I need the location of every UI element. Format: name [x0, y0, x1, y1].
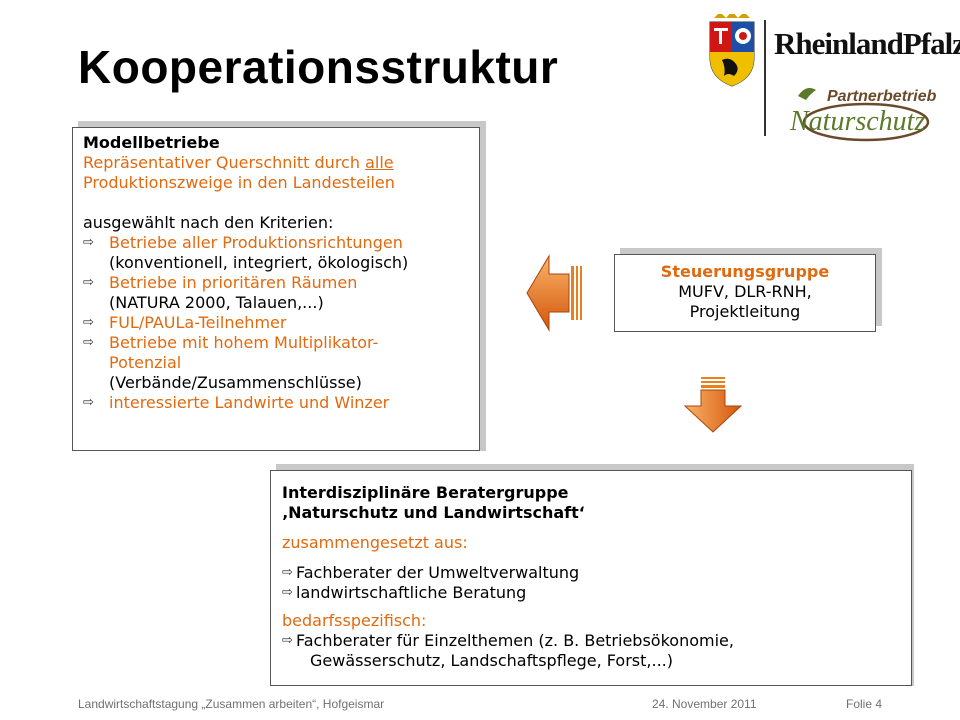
steuerung-box: Steuerungsgruppe MUFV, DLR-RNH, Projektl…	[614, 254, 876, 332]
bullet-text: Betriebe in prioritären Räumen	[109, 273, 358, 292]
partner-line2: Naturschutz	[790, 106, 926, 137]
modellbetriebe-box: Modellbetriebe Repräsentativer Querschni…	[72, 127, 480, 451]
bullet-text: landwirtschaftliche Beratung	[296, 583, 527, 602]
hollow-arrow-right-icon: ⇨	[83, 275, 94, 290]
block-arrow-down-icon	[683, 376, 743, 438]
hollow-arrow-right-icon: ⇨	[83, 335, 94, 350]
hollow-arrow-right-icon: ⇨	[83, 235, 94, 250]
berater-heading1: Interdisziplinäre Beratergruppe	[282, 483, 569, 502]
hollow-arrow-right-icon: ⇨	[83, 395, 94, 410]
coat-of-arms-icon	[709, 11, 930, 142]
list-item: ⇨ Betriebe in prioritären Räumen	[83, 273, 469, 293]
modellbetriebe-line2: Produktionszweige in den Landesteilen	[83, 173, 395, 192]
hollow-arrow-right-icon: ⇨	[282, 585, 293, 600]
bullet-text: Fachberater für Einzelthemen (z. B. Betr…	[296, 631, 734, 650]
modellbetriebe-heading: Modellbetriebe	[83, 133, 220, 152]
bullet-note: (NATURA 2000, Talauen,...)	[109, 293, 324, 312]
berater-demand: bedarfsspezifisch:	[282, 611, 427, 630]
bullet-text: FUL/PAULa-Teilnehmer	[109, 313, 287, 332]
bullet-text: Betriebe mit hohem Multiplikator-	[109, 333, 379, 352]
list-item: ⇨ landwirtschaftliche Beratung	[282, 583, 901, 603]
block-arrow-left-icon	[525, 254, 585, 336]
list-item: ⇨ Betriebe aller Produktionsrichtungen	[83, 233, 469, 253]
list-item: ⇨ Betriebe mit hohem Multiplikator-	[83, 333, 469, 353]
hollow-arrow-right-icon: ⇨	[282, 565, 293, 580]
berater-composed: zusammengesetzt aus:	[282, 533, 468, 552]
state-name: RheinlandPfalz	[774, 26, 960, 61]
berater-heading2: ‚Naturschutz und Landwirtschaft‘	[282, 503, 585, 522]
bullet-text: interessierte Landwirte und Winzer	[109, 393, 390, 412]
bullet-note: (konventionell, integriert, ökologisch)	[109, 253, 409, 272]
steuerung-line1: MUFV, DLR-RNH,	[678, 282, 812, 301]
line1-text: Repräsentativer Querschnitt durch	[83, 153, 366, 172]
footer-page: Folie 4	[846, 697, 883, 711]
hollow-arrow-right-icon: ⇨	[83, 315, 94, 330]
line1-underlined: alle	[365, 153, 394, 172]
bullet-text: Betriebe aller Produktionsrichtungen	[109, 233, 403, 252]
criteria-intro: ausgewählt nach den Kriterien:	[83, 213, 334, 232]
list-item: ⇨ interessierte Landwirte und Winzer	[83, 393, 469, 413]
list-item: ⇨ Fachberater der Umweltverwaltung	[282, 563, 901, 583]
bullet-text-cont: Potenzial	[109, 353, 182, 372]
footer-event: Landwirtschaftstagung „Zusammen arbeiten…	[78, 697, 385, 711]
footer-date: 24. November 2011	[652, 697, 757, 711]
modellbetriebe-line1: Repräsentativer Querschnitt durch alle	[83, 153, 469, 173]
slide-title: Kooperationsstruktur	[78, 41, 559, 93]
bullet-text: Fachberater der Umweltverwaltung	[296, 563, 580, 582]
steuerung-line2: Projektleitung	[689, 302, 801, 321]
list-item: ⇨ Fachberater für Einzelthemen (z. B. Be…	[282, 631, 901, 651]
state-logo	[706, 11, 946, 144]
steuerung-heading: Steuerungsgruppe	[660, 262, 830, 281]
hollow-arrow-right-icon: ⇨	[282, 633, 293, 648]
bullet-note: (Verbände/Zusammenschlüsse)	[109, 373, 362, 392]
berater-box: Interdisziplinäre Beratergruppe ‚Natursc…	[270, 470, 912, 686]
bullet-text-cont: Gewässerschutz, Landschaftspflege, Forst…	[310, 651, 673, 670]
list-item: ⇨ FUL/PAULa-Teilnehmer	[83, 313, 469, 333]
partner-line1: Partnerbetrieb	[827, 88, 937, 105]
